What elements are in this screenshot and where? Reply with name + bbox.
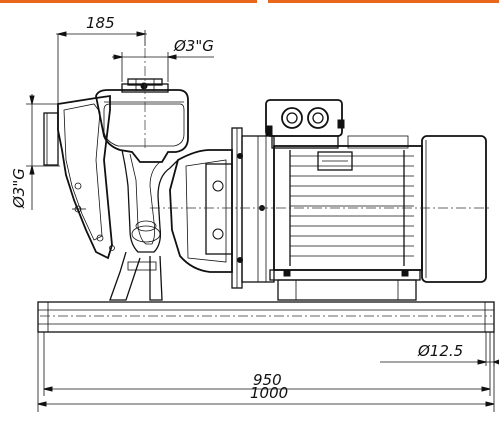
- dimension-185-label: 185: [86, 14, 115, 32]
- dimension-inlet: Ø3"G: [10, 94, 60, 210]
- dimension-outlet-label: Ø3"G: [173, 37, 214, 55]
- electric-motor: [150, 99, 490, 301]
- dimension-1000-label: 1000: [250, 384, 288, 402]
- dimension-outlet: Ø3"G: [112, 37, 214, 82]
- dimension-inlet-label: Ø3"G: [10, 168, 28, 209]
- dimension-950-label: 950: [253, 371, 282, 389]
- dimension-1000: 1000: [37, 332, 495, 412]
- dimension-950: 950: [43, 332, 491, 396]
- terminal-box: [265, 99, 345, 149]
- pump-body: [43, 78, 189, 301]
- base-plate: [37, 301, 495, 333]
- top-accent-bars: [0, 0, 499, 3]
- coupling-bracket: [169, 127, 265, 289]
- dimension-mount-hole: Ø12.5: [380, 332, 499, 366]
- dimension-mount-hole-label: Ø12.5: [417, 342, 463, 360]
- dimension-185: 185: [56, 14, 147, 104]
